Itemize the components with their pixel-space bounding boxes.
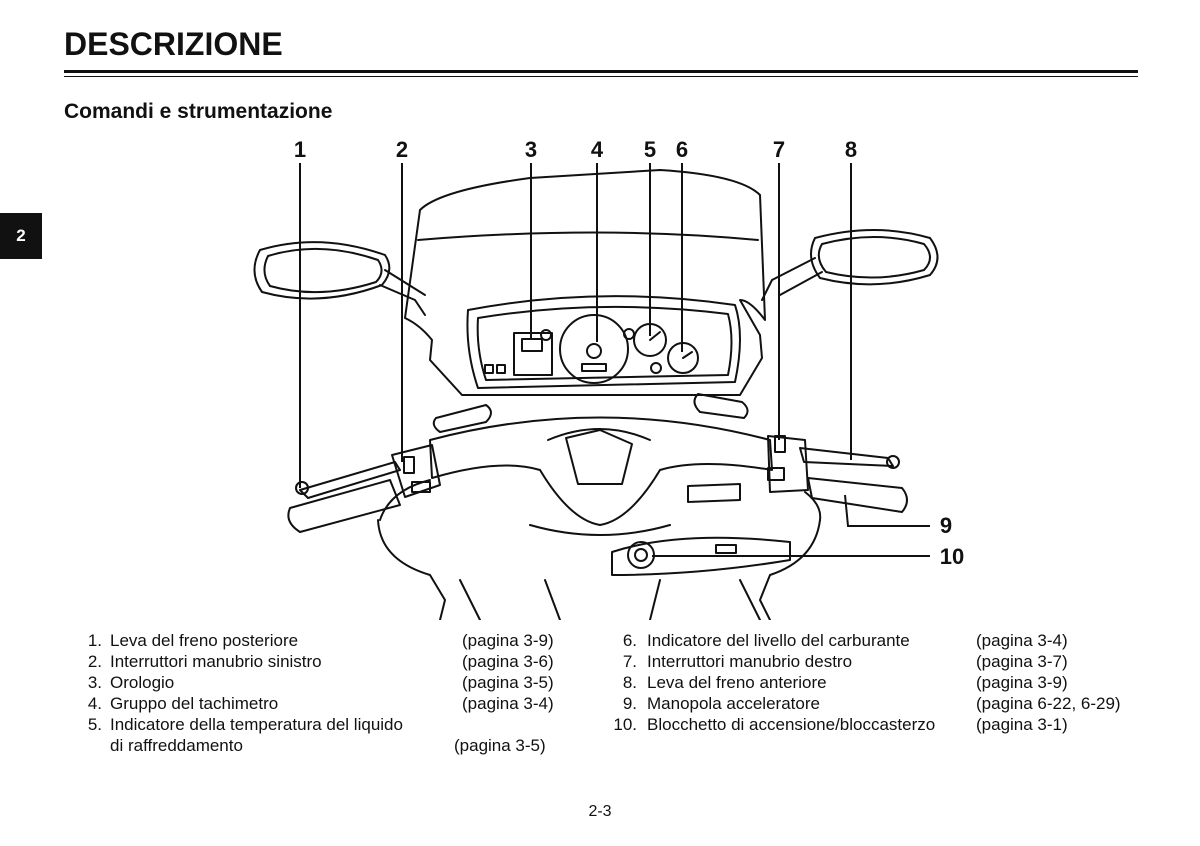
legend-text: Interruttori manubrio destro [647,652,853,671]
legend-page-ref[interactable]: (pagina 3-6) [462,652,554,671]
legend-number: 7. [622,652,637,671]
legend-text: Indicatore della temperatura del liquido [110,715,403,734]
legend-text: di raffreddamento [110,736,243,755]
legend-item-continuation: di raffreddamento (pagina 3-5) [78,735,558,756]
legend-page-ref[interactable]: (pagina 3-9) [976,673,1068,692]
callout-4: 4 [591,137,604,162]
legend-item: 7. Interruttori manubrio destro (pagina … [613,651,1143,672]
legend-text: Gruppo del tachimetro [110,694,279,713]
section-title: Comandi e strumentazione [64,100,333,123]
legend-text: Leva del freno posteriore [110,631,299,650]
callout-9: 9 [940,513,952,538]
legend-page-ref[interactable]: (pagina 3-9) [462,631,554,650]
legend-item: 2. Interruttori manubrio sinistro (pagin… [78,651,558,672]
legend-page-ref[interactable]: (pagina 3-7) [976,652,1068,671]
page-title: DESCRIZIONE [64,26,283,62]
legend-item: 1. Leva del freno posteriore (pagina 3-9… [78,630,558,651]
callout-3: 3 [525,137,537,162]
legend-number: 3. [87,673,102,692]
callout-10: 10 [940,544,964,569]
callout-2: 2 [396,137,408,162]
title-rule-thick [64,70,1138,73]
legend-number: 8. [622,673,637,692]
right-grip [807,477,908,513]
legend-page-ref[interactable]: (pagina 3-4) [976,631,1068,650]
legend-number: 1. [87,631,102,650]
legend-page-ref[interactable]: (pagina 3-5) [454,736,546,755]
legend-item: 3. Orologio (pagina 3-5) [78,672,558,693]
callout-7: 7 [773,137,785,162]
legend-text: Blocchetto di accensione/bloccasterzo [647,715,936,734]
legend-page-ref[interactable]: (pagina 3-4) [462,694,554,713]
page-number: 2-3 [588,803,612,820]
scooter-controls-illustration: 1 2 3 4 5 6 7 8 9 10 [253,137,964,620]
left-mirror [253,241,391,300]
legend-number: 10. [613,715,637,734]
legend-item: 10. Blocchetto di accensione/bloccasterz… [613,714,1143,735]
legend-number: 9. [622,694,637,713]
legend-page-ref[interactable]: (pagina 3-5) [462,673,554,692]
legend-number: 6. [622,631,637,650]
right-mirror [810,229,939,286]
left-grip [287,479,401,533]
legend-item: 6. Indicatore del livello del carburante… [613,630,1143,651]
legend-page-ref[interactable]: (pagina 6-22, 6-29) [976,694,1121,713]
legend-item: 8. Leva del freno anteriore (pagina 3-9) [613,672,1143,693]
legend-text: Indicatore del livello del carburante [647,631,910,650]
right-switch-housing [767,435,809,493]
legend-text: Orologio [110,673,175,692]
legend-number: 4. [87,694,102,713]
clock-display [513,332,553,376]
legend-text: Manopola acceleratore [647,694,820,713]
legend-page-ref[interactable]: (pagina 3-1) [976,715,1068,734]
legend-number: 5. [87,715,102,734]
callout-5: 5 [644,137,656,162]
legend-left: 1. Leva del freno posteriore (pagina 3-9… [78,630,558,756]
instrument-panel [466,295,741,389]
legend-item: 5. Indicatore della temperatura del liqu… [78,714,558,735]
legend-text: Leva del freno anteriore [647,673,827,692]
legend-item: 4. Gruppo del tachimetro (pagina 3-4) [78,693,558,714]
legend-text: Interruttori manubrio sinistro [110,652,322,671]
callout-8: 8 [845,137,857,162]
handlebar-cover [429,416,773,526]
ignition-panel [611,536,791,576]
callout-1: 1 [294,137,306,162]
callout-6: 6 [676,137,688,162]
legend-number: 2. [87,652,102,671]
speedometer-gauge [559,314,629,384]
legend-right: 6. Indicatore del livello del carburante… [613,630,1143,735]
left-switch-housing [391,444,441,498]
chapter-tab[interactable]: 2 [0,213,42,259]
windshield [404,169,766,396]
title-rule-thin [64,76,1138,77]
ignition-switch [627,541,655,569]
legend-item: 9. Manopola acceleratore (pagina 6-22, 6… [613,693,1143,714]
